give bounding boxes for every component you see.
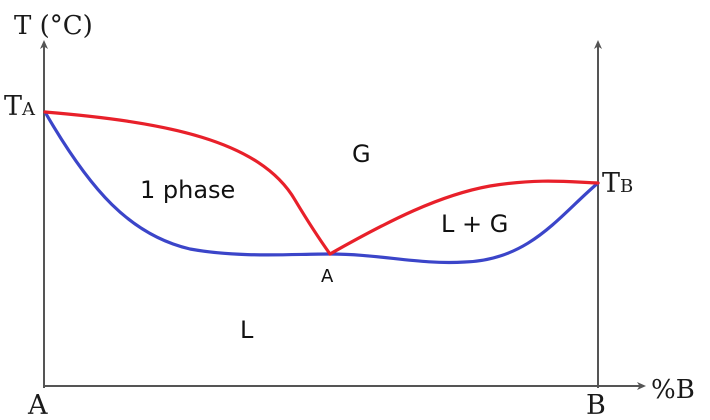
one-phase-region-label: 1 phase [140, 176, 235, 204]
dew-point-curve-right [328, 179, 600, 256]
liquid-gas-region-label: L + G [441, 210, 508, 238]
x-axis-label: %B [651, 375, 695, 405]
pure-b-label: B [586, 390, 606, 420]
tb-label: TB [602, 168, 633, 199]
gas-region-label: G [352, 140, 371, 168]
pure-a-label: A [27, 390, 48, 420]
liquid-region-label: L [240, 316, 254, 344]
ta-label: TA [4, 91, 36, 122]
y-axis-label: T (°C) [14, 11, 93, 41]
dew-point-curve-left [43, 110, 332, 256]
azeotrope-label: A [321, 266, 334, 287]
